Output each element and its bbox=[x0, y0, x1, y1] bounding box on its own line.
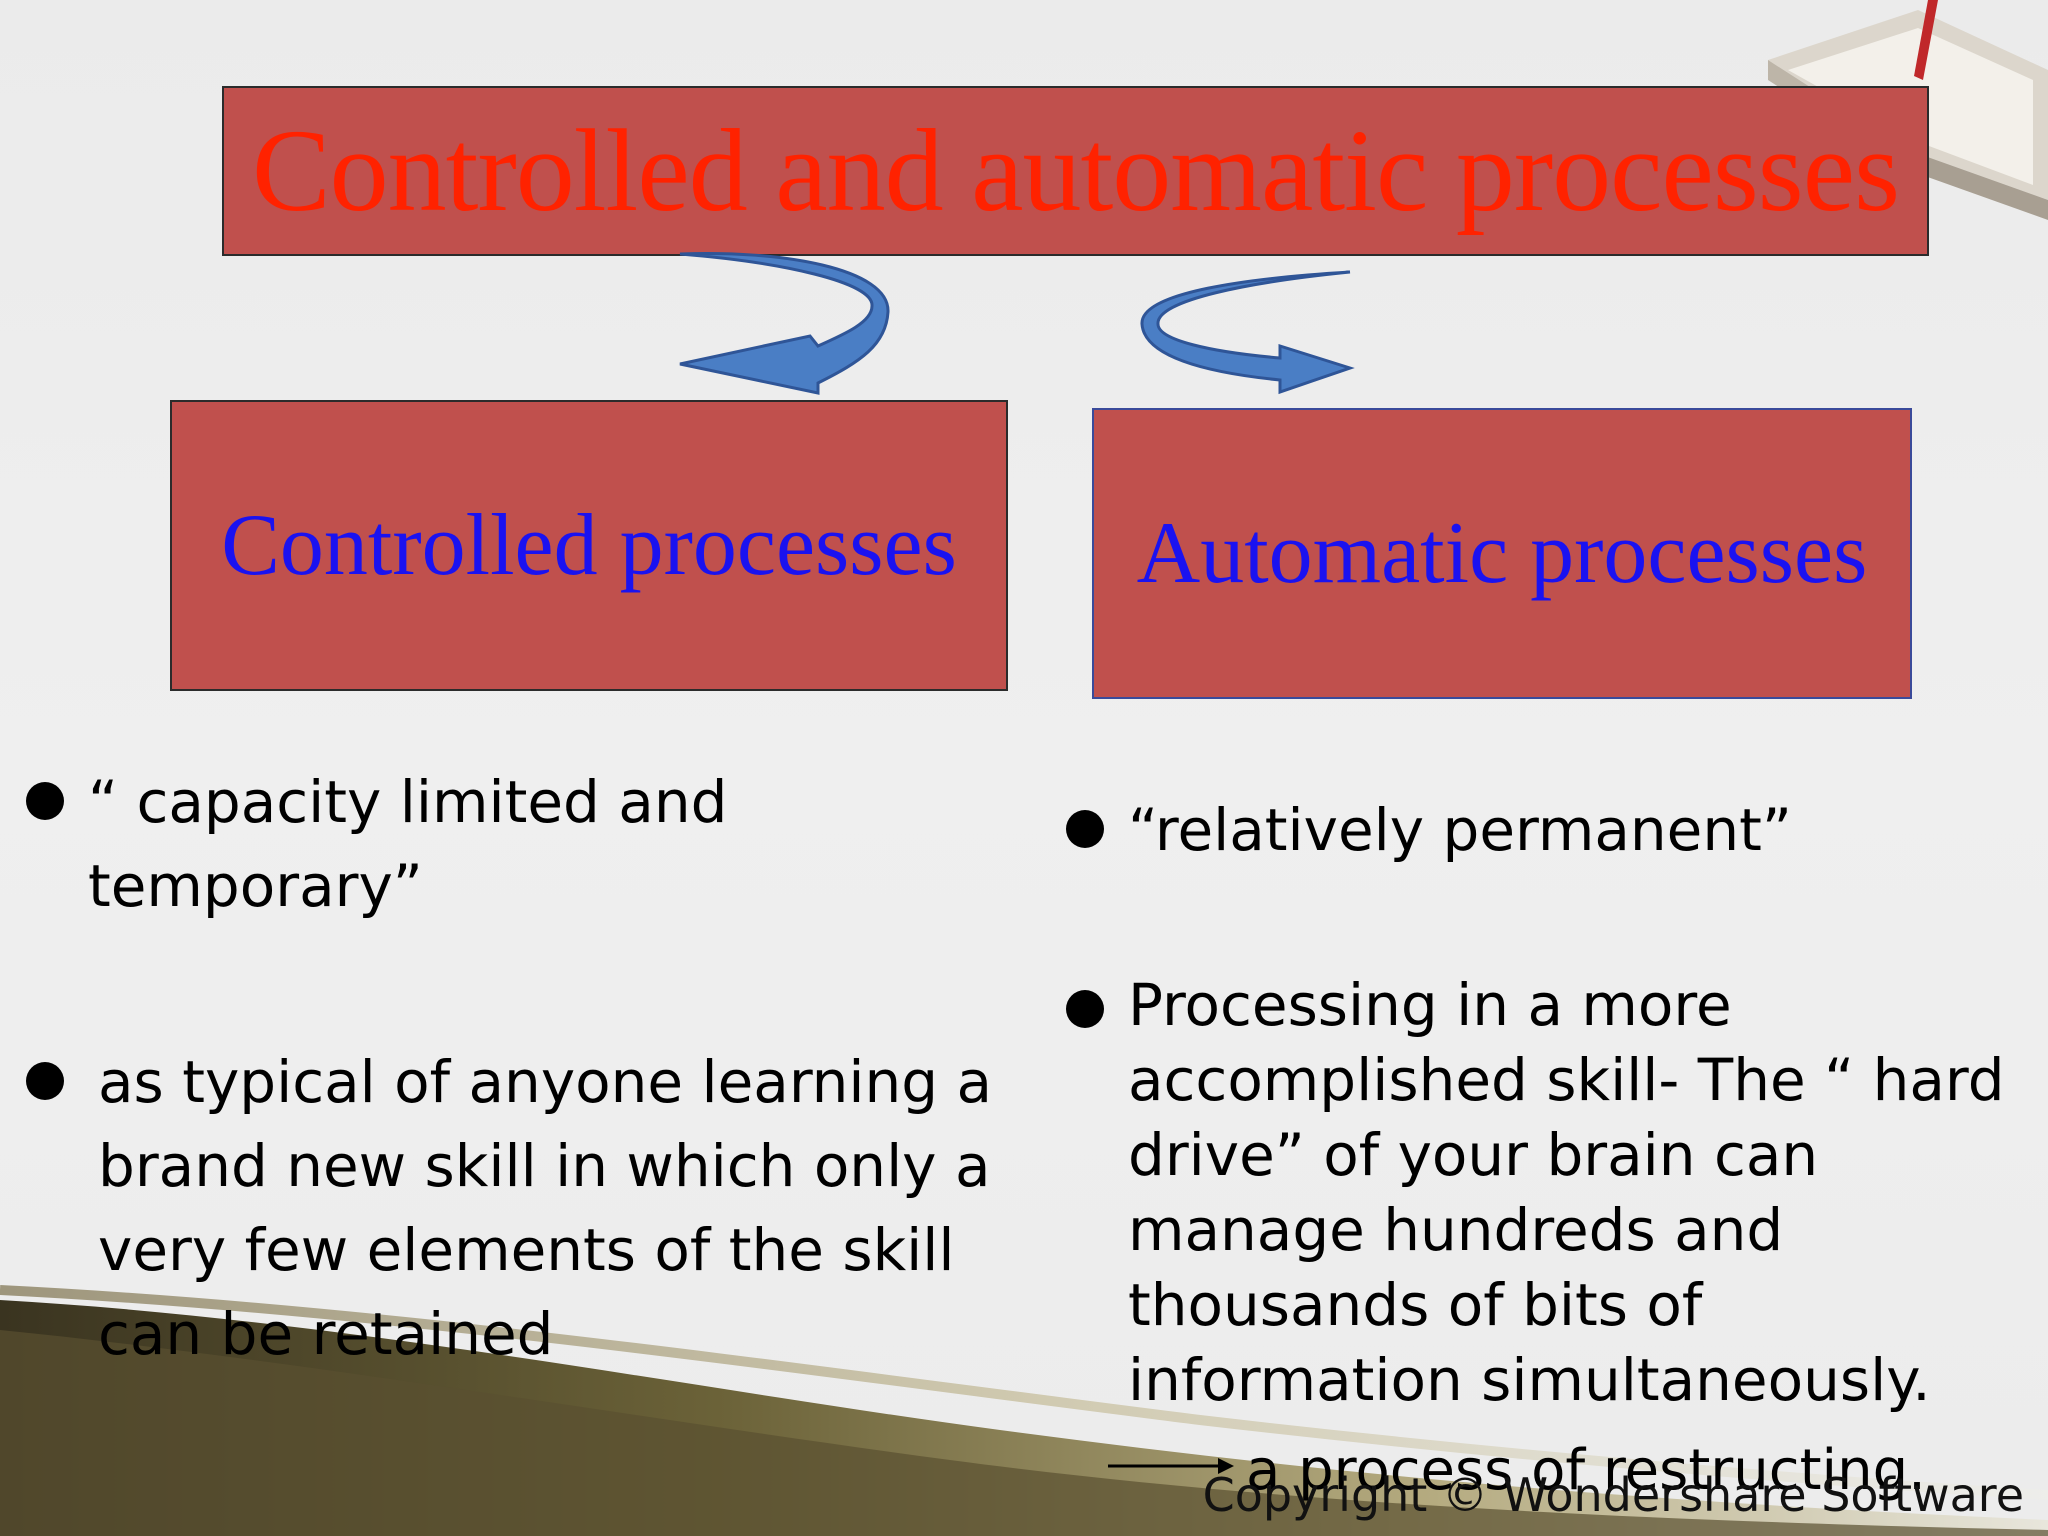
copyright-text: Copyright © Wondershare Software bbox=[1202, 1468, 2024, 1522]
bullet-dot bbox=[1066, 990, 1104, 1028]
automatic-processes-box: Automatic processes bbox=[1092, 408, 1912, 699]
controlled-processes-label: Controlled processes bbox=[221, 496, 957, 594]
left-bullet-1-text: “ capacity limited and temporary” bbox=[88, 768, 728, 920]
controlled-processes-box: Controlled processes bbox=[170, 400, 1008, 691]
curved-arrow-left-icon bbox=[679, 252, 890, 395]
right-arrow-icon bbox=[1108, 1458, 1234, 1474]
curved-arrow-right-icon bbox=[1140, 270, 1355, 395]
bullet-dot bbox=[26, 1062, 64, 1100]
connector-arrows bbox=[679, 252, 1355, 395]
left-bullet-2-text: as typical of anyone learning a brand ne… bbox=[98, 1048, 993, 1368]
slide-title: Controlled and automatic processes bbox=[251, 105, 1900, 236]
title-box: Controlled and automatic processes bbox=[222, 86, 1929, 256]
automatic-processes-label: Automatic processes bbox=[1136, 504, 1868, 602]
right-bullet-1-text: “relatively permanent” bbox=[1128, 796, 1792, 864]
restructuring-note-text: a process of restructing. bbox=[1246, 1438, 1926, 1503]
right-bullet-2-text: Processing in a more accomplished skill-… bbox=[1128, 971, 2005, 1414]
restructuring-note: a process of restructing. bbox=[1108, 1438, 2048, 1510]
bullet-dot bbox=[26, 782, 64, 820]
bullet-dot bbox=[1066, 810, 1104, 848]
